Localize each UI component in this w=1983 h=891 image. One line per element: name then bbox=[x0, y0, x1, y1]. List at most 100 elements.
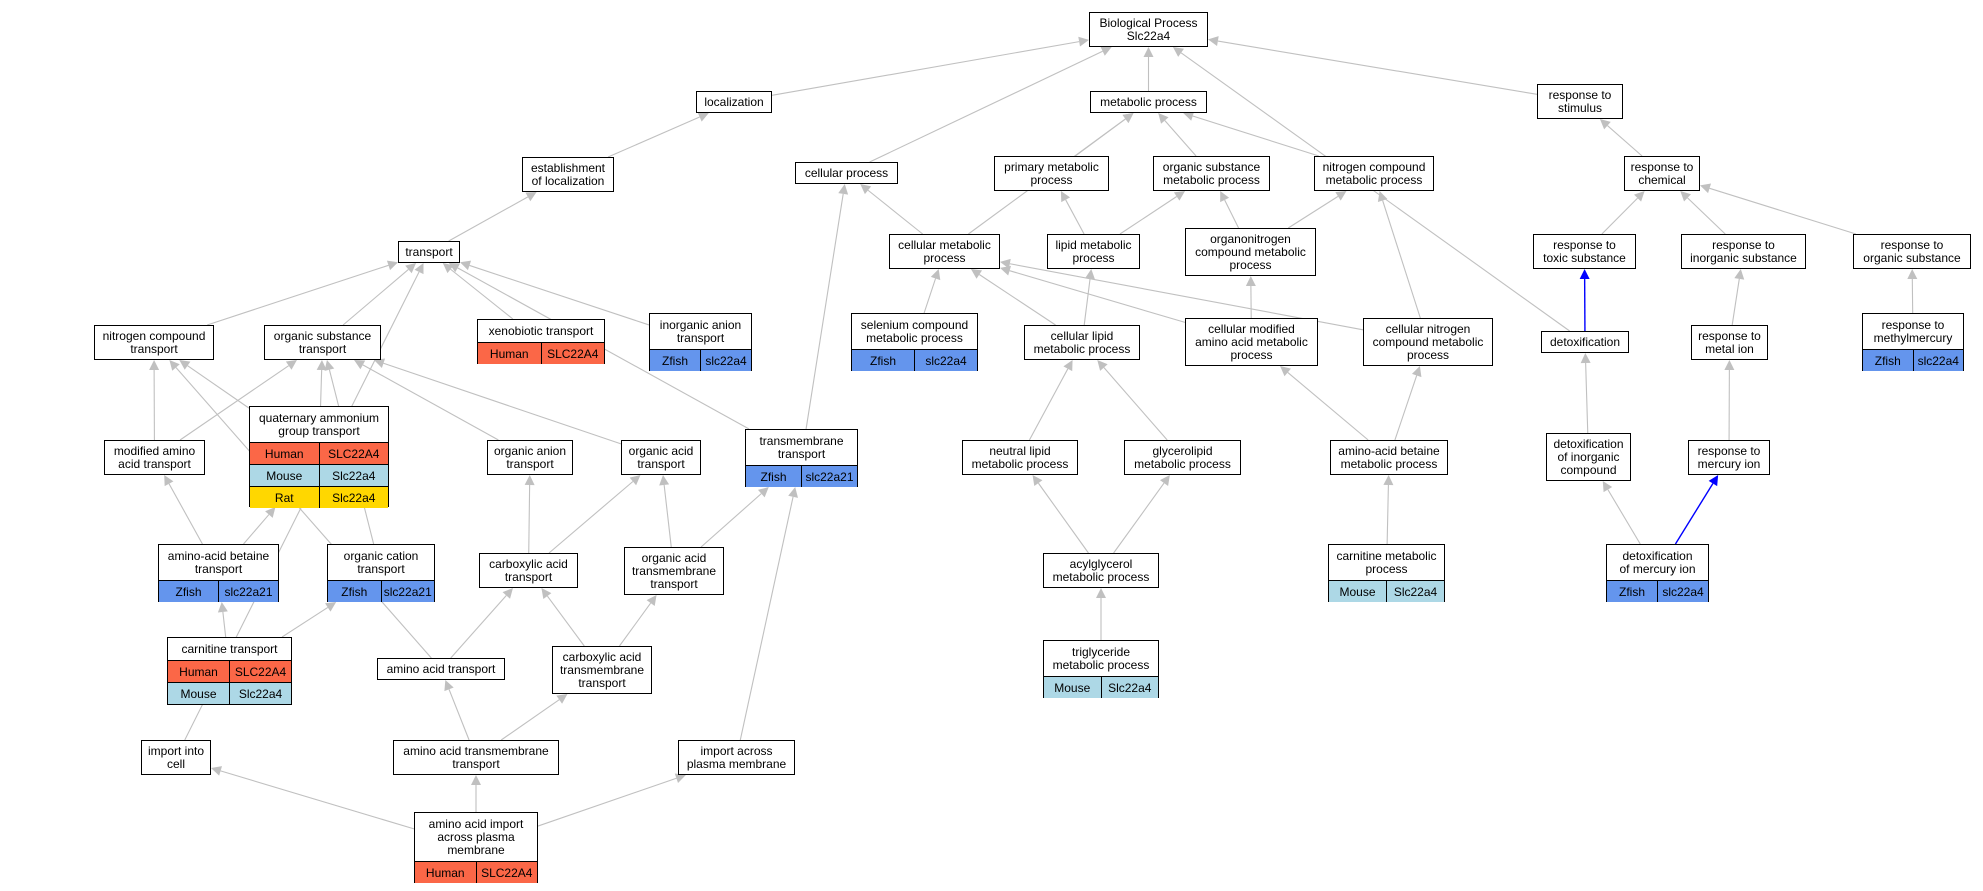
edge-arrowhead bbox=[316, 360, 327, 371]
node-localization[interactable]: localization bbox=[696, 91, 772, 113]
node-label: response to metal ion bbox=[1698, 328, 1761, 356]
edge-line bbox=[1113, 482, 1165, 554]
node-label: neutral lipid metabolic process bbox=[971, 443, 1069, 471]
edge-arrowhead bbox=[659, 475, 670, 486]
edge-line bbox=[607, 116, 700, 158]
node-detoxification[interactable]: detoxification bbox=[1541, 331, 1629, 353]
node-label: organic cation transport bbox=[343, 548, 419, 576]
node-primary-metabolic-process[interactable]: primary metabolic process bbox=[994, 156, 1109, 191]
gene-cell: slc22a21 bbox=[801, 466, 857, 487]
node-label: organic acid transport bbox=[628, 443, 694, 471]
edge-line bbox=[619, 602, 652, 647]
species-cell: Mouse bbox=[168, 683, 229, 704]
edge-arrowhead bbox=[1580, 353, 1591, 364]
node-cellular-nitrogen-compound-metabolic-process[interactable]: cellular nitrogen compound metabolic pro… bbox=[1363, 318, 1493, 366]
node-amino-acid-transmembrane-transport[interactable]: amino acid transmembrane transport bbox=[393, 740, 559, 775]
node-organic-acid-transport[interactable]: organic acid transport bbox=[621, 440, 701, 475]
edge-arrowhead bbox=[285, 360, 297, 370]
node-biological-process[interactable]: Biological Process Slc22a4 bbox=[1089, 12, 1208, 47]
node-label: carboxylic acid transmembrane transport bbox=[559, 649, 645, 690]
edge-arrowhead bbox=[1032, 475, 1043, 487]
gene-cell: Slc22a4 bbox=[1100, 677, 1158, 698]
node-label: carnitine metabolic process bbox=[1336, 548, 1437, 576]
species-cell: Mouse bbox=[1329, 581, 1386, 602]
node-cellular-metabolic-process[interactable]: cellular metabolic process bbox=[889, 234, 1000, 269]
edge-arrowhead bbox=[1143, 47, 1154, 57]
edge-line bbox=[1192, 115, 1319, 157]
node-nitrogen-compound-metabolic-process[interactable]: nitrogen compound metabolic process bbox=[1314, 156, 1434, 191]
node-import-into-cell[interactable]: import into cell bbox=[141, 740, 211, 775]
node-label: cellular lipid metabolic process bbox=[1033, 328, 1131, 356]
node-lipid-metabolic-process[interactable]: lipid metabolic process bbox=[1047, 234, 1140, 269]
node-organic-substance-transport[interactable]: organic substance transport bbox=[264, 325, 381, 360]
node-nitrogen-compound-transport[interactable]: nitrogen compound transport bbox=[94, 325, 214, 360]
node-organic-anion-transport[interactable]: organic anion transport bbox=[487, 440, 573, 475]
edge-line bbox=[1119, 196, 1177, 235]
edge-arrowhead bbox=[860, 184, 872, 195]
node-response-to-metal-ion[interactable]: response to metal ion bbox=[1691, 325, 1768, 360]
node-response-to-chemical[interactable]: response to chemical bbox=[1624, 156, 1700, 191]
edge-arrowhead bbox=[1708, 475, 1719, 487]
node-response-to-mercury-ion[interactable]: response to mercury ion bbox=[1688, 440, 1770, 475]
node-neutral-lipid-metabolic-process[interactable]: neutral lipid metabolic process bbox=[962, 440, 1078, 475]
edge-line bbox=[222, 611, 227, 638]
edge-arrowhead bbox=[1159, 475, 1170, 487]
species-cell: Zfish bbox=[746, 466, 801, 487]
edge-arrowhead bbox=[1096, 588, 1106, 598]
node-label: cellular nitrogen compound metabolic pro… bbox=[1372, 321, 1484, 362]
edge-arrowhead bbox=[1579, 269, 1590, 280]
node-detoxification-of-inorganic-compound[interactable]: detoxification of inorganic compound bbox=[1546, 433, 1631, 481]
node-label: response to mercury ion bbox=[1697, 443, 1761, 471]
node-establishment-of-localization[interactable]: establishment of localization bbox=[522, 157, 614, 192]
node-amino-acid-import-across-plasma-membrane[interactable]: amino acid import across plasma membrane… bbox=[414, 812, 538, 883]
node-cellular-modified-amino-acid-metabolic-process[interactable]: cellular modified amino acid metabolic p… bbox=[1185, 318, 1318, 366]
node-carboxylic-acid-transport[interactable]: carboxylic acid transport bbox=[479, 553, 578, 588]
edge-line bbox=[1585, 362, 1589, 434]
node-carboxylic-acid-transmembrane-transport[interactable]: carboxylic acid transmembrane transport bbox=[552, 646, 652, 694]
node-response-to-toxic-substance[interactable]: response to toxic substance bbox=[1533, 234, 1636, 269]
gene-cell: SLC22A4 bbox=[318, 443, 388, 464]
node-transport[interactable]: transport bbox=[398, 241, 460, 263]
edge-line bbox=[537, 777, 677, 827]
edge-arrowhead bbox=[1599, 119, 1611, 130]
node-response-to-inorganic-substance[interactable]: response to inorganic substance bbox=[1681, 234, 1806, 269]
node-label: acylglycerol metabolic process bbox=[1052, 556, 1150, 584]
node-cellular-process[interactable]: cellular process bbox=[795, 162, 898, 184]
node-acylglycerol-metabolic-process[interactable]: acylglycerol metabolic process bbox=[1043, 553, 1159, 588]
node-response-to-organic-substance[interactable]: response to organic substance bbox=[1853, 234, 1971, 269]
edge-arrowhead bbox=[525, 192, 537, 202]
node-cellular-lipid-metabolic-process[interactable]: cellular lipid metabolic process bbox=[1024, 325, 1140, 360]
edge-arrowhead bbox=[1383, 475, 1394, 486]
edge-line bbox=[1287, 195, 1339, 229]
node-amino-acid-betaine-metabolic-process[interactable]: amino-acid betaine metabolic process bbox=[1330, 440, 1448, 475]
node-organic-substance-metabolic-process[interactable]: organic substance metabolic process bbox=[1153, 156, 1270, 191]
node-import-across-plasma-membrane[interactable]: import across plasma membrane bbox=[678, 740, 795, 775]
node-amino-acid-transport[interactable]: amino acid transport bbox=[377, 658, 505, 680]
node-response-to-stimulus[interactable]: response to stimulus bbox=[1537, 84, 1623, 119]
node-glycerolipid-metabolic-process[interactable]: glycerolipid metabolic process bbox=[1124, 440, 1241, 475]
node-organonitrogen-metabolic-process[interactable]: organonitrogen compound metabolic proces… bbox=[1185, 228, 1316, 276]
species-cell: Zfish bbox=[1607, 581, 1657, 602]
node-metabolic-process[interactable]: metabolic process bbox=[1090, 91, 1207, 113]
node-label: organic substance transport bbox=[273, 328, 372, 356]
node-organic-acid-transmembrane-transport[interactable]: organic acid transmembrane transport bbox=[624, 547, 724, 595]
node-modified-amino-acid-transport[interactable]: modified amino acid transport bbox=[104, 440, 205, 475]
edge-arrowhead bbox=[674, 773, 686, 783]
